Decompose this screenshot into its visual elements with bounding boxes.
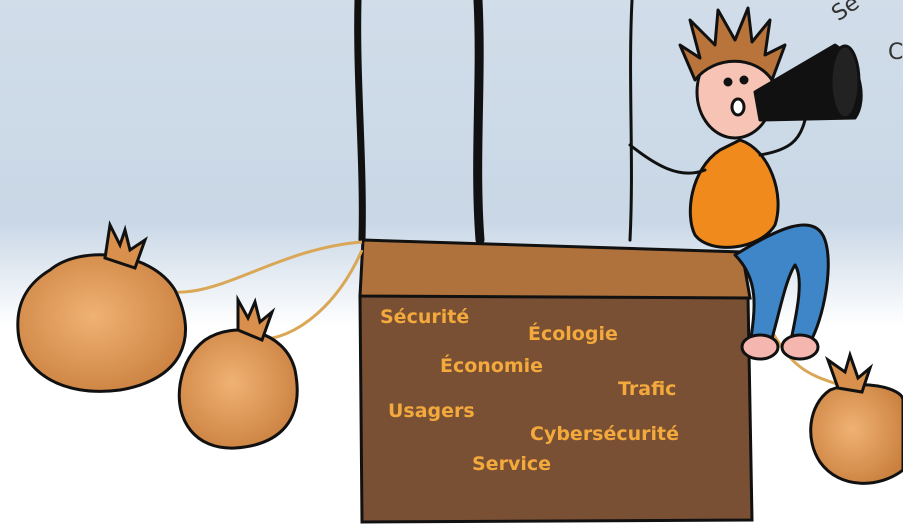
character-with-megaphone [628, 6, 863, 361]
left-arm [628, 143, 707, 175]
left-foot [740, 333, 780, 361]
hair [678, 6, 787, 82]
sack-left [16, 220, 187, 393]
balloon-ropes [354, 0, 634, 245]
word-ecologie: Écologie [528, 323, 618, 345]
right-arm [758, 118, 807, 157]
sack-middle [177, 294, 299, 450]
word-securite: Sécurité [380, 306, 470, 328]
word-cybersecurite: Cybersécurité [530, 423, 680, 445]
edge-text-right: C [888, 40, 903, 65]
right-eye [739, 75, 749, 85]
left-eye [723, 77, 733, 87]
word-usagers: Usagers [388, 400, 475, 422]
sack-right [809, 350, 903, 485]
mouth [730, 97, 746, 117]
shirt [688, 138, 780, 249]
right-foot [780, 333, 820, 361]
word-economie: Économie [440, 355, 544, 377]
word-trafic: Trafic [618, 378, 677, 400]
basket-rim [358, 238, 752, 300]
word-service: Service [472, 453, 551, 475]
